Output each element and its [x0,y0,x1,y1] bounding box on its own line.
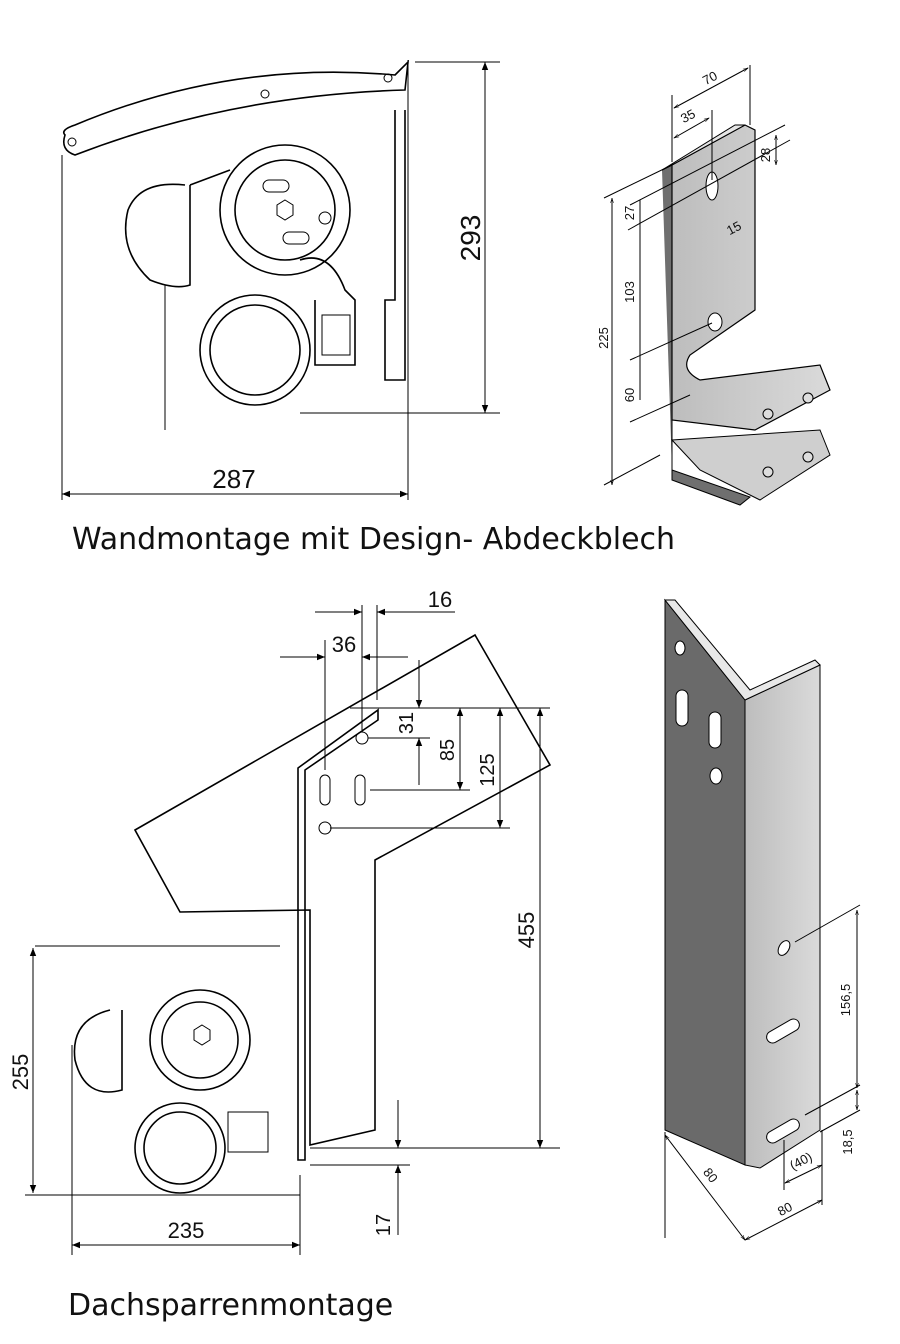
square-profile [321,314,351,356]
motor-cap [73,1009,123,1093]
dim-293: 293 [455,215,486,262]
cover-screw [67,137,77,147]
slot [262,179,290,193]
mount-plate [297,708,379,1161]
dim-18-5: 18,5 [840,1129,855,1154]
bracket-body [671,124,831,431]
arm-bracket [299,257,356,366]
cover-screw [383,73,393,83]
dim-40: (40) [787,1149,814,1173]
bracket-front-face [744,664,821,1169]
dim-125: 125 [477,753,499,786]
wall-mount-side-view: 293 287 [61,59,500,500]
caption-wall-mount: Wandmontage mit Design- Abdeckblech [72,522,676,557]
roller-tube-inner [209,304,301,396]
wall-plate [384,110,406,381]
drum-housing [219,144,351,276]
motor-cap [124,183,191,288]
dim-103: 103 [622,281,637,303]
dim-28: 28 [758,148,773,162]
dim-35: 35 [678,106,698,126]
dim-235: 235 [168,1218,205,1243]
wall-bracket-3d: 70 35 28 27 15 103 225 60 [596,65,831,506]
cover-screw [260,89,270,99]
dim-225: 225 [596,327,611,349]
dim-36: 36 [332,632,356,657]
dim-80-front: 80 [775,1199,795,1219]
design-cover [62,59,410,156]
drum-inner [234,159,336,261]
dim-455: 455 [514,912,539,949]
roller-tube [134,1102,226,1194]
bracket-foot [670,429,831,501]
dim-31: 31 [396,712,418,734]
dim-80-side: 80 [700,1165,721,1186]
hex-nut [276,199,294,221]
square-profile [227,1111,269,1153]
caption-rafter-mount: Dachsparrenmontage [68,1288,394,1323]
housing-edge [189,169,231,186]
dim-255: 255 [8,1054,33,1091]
slot [282,231,310,245]
bolt-hole [707,312,723,332]
dim-27: 27 [622,206,637,220]
dim-85: 85 [437,739,459,761]
rafter-mount-side-view: 16 36 31 85 125 455 255 235 17 [8,587,560,1255]
drum-housing [149,989,251,1091]
dim-287: 287 [212,464,255,494]
dim-70: 70 [700,68,720,88]
rafter-bracket-3d: 156,5 18,5 (40) 80 80 [663,598,861,1240]
rafter-plate [133,633,552,1147]
dim-17: 17 [373,1214,395,1236]
dim-60: 60 [622,388,637,402]
dim-16: 16 [428,587,452,612]
bolt-hole [318,211,332,225]
roller-tube [199,294,311,406]
dim-15: 15 [724,218,744,238]
dim-156-5: 156,5 [838,984,853,1017]
